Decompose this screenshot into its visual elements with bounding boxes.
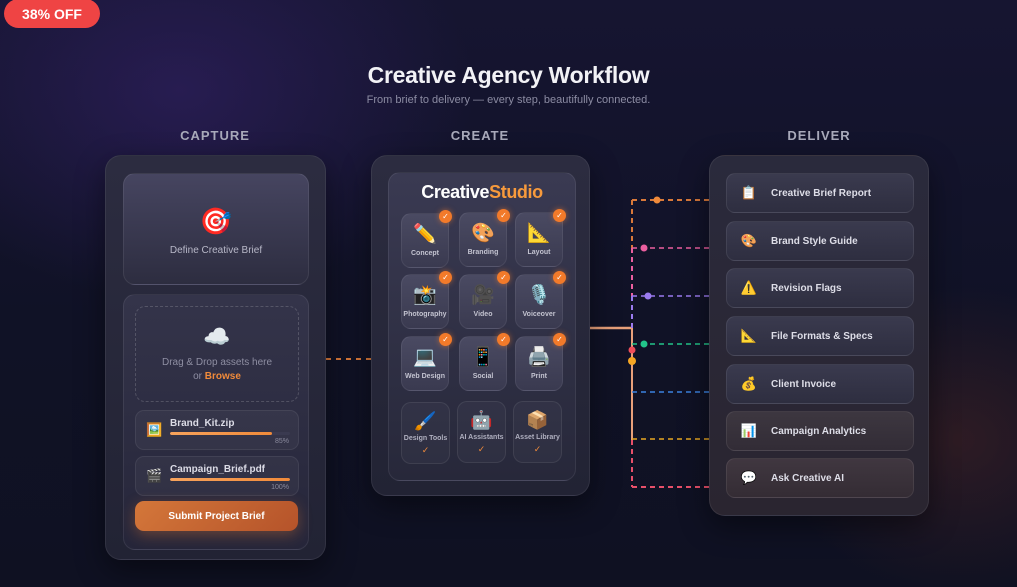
tool-photography[interactable]: 📸 Photography ✓ — [401, 271, 452, 329]
speech-bubble-icon: 💬 — [740, 470, 758, 485]
upload-progress-percent: 85% — [274, 438, 289, 445]
tool-voiceover[interactable]: 🎙️ Voiceover ✓ — [515, 271, 566, 329]
check-icon: ✓ — [553, 209, 566, 222]
resource-ai-assistants[interactable]: 🤖 AI Assistants ✓ — [457, 401, 506, 463]
create-panel: CreativeStudio ✏️ Concept ✓ 🎨 Branding ✓… — [371, 155, 590, 496]
file-item-campaign-brief[interactable]: 🎬 Campaign_Brief.pdf 100% — [135, 456, 299, 496]
check-icon: ✓ — [439, 210, 452, 223]
capture-panel: 🎯 Define Creative Brief ☁️ Drag & Drop a… — [105, 155, 326, 560]
warning-icon: ⚠️ — [740, 280, 758, 295]
upload-progress-percent: 100% — [271, 484, 289, 491]
target-icon: 🎯 — [199, 206, 233, 236]
file-item-brand-kit[interactable]: 🖼️ Brand_Kit.zip 85% — [135, 410, 299, 450]
output-campaign-analytics[interactable]: 📊 Campaign Analytics — [726, 411, 914, 451]
check-icon: ✓ — [533, 443, 542, 454]
check-icon: ✓ — [553, 271, 566, 284]
file-name: Brand_Kit.zip — [170, 418, 235, 429]
check-icon: ✓ — [497, 271, 510, 284]
video-camera-icon: 🎥 — [471, 285, 495, 306]
bar-chart-icon: 📊 — [740, 423, 758, 438]
resource-design-tools[interactable]: 🖌️ Design Tools ✓ — [401, 402, 450, 464]
cloud-icon: ☁️ — [203, 324, 231, 349]
submit-project-brief-button[interactable]: Submit Project Brief — [135, 501, 298, 531]
page-subtitle: From brief to delivery — every step, bea… — [366, 94, 651, 106]
laptop-icon: 💻 — [413, 347, 437, 368]
output-client-invoice[interactable]: 💰 Client Invoice — [726, 364, 914, 404]
check-icon: ✓ — [497, 333, 510, 346]
tool-video[interactable]: 🎥 Video ✓ — [459, 271, 510, 329]
define-brief-label: Define Creative Brief — [169, 245, 263, 256]
column-label-create: CREATE — [450, 128, 510, 143]
tool-branding[interactable]: 🎨 Branding ✓ — [459, 209, 510, 267]
discount-badge[interactable]: 38% OFF — [4, 0, 100, 28]
asset-dropzone[interactable]: ☁️ Drag & Drop assets here or Browse — [135, 306, 299, 402]
check-icon: ✓ — [421, 444, 430, 455]
output-ask-creative-ai[interactable]: 💬 Ask Creative AI — [726, 458, 914, 498]
check-icon: ✓ — [439, 271, 452, 284]
column-label-capture: CAPTURE — [180, 128, 250, 143]
deliver-panel: 📋 Creative Brief Report 🎨 Brand Style Gu… — [709, 155, 929, 516]
output-revision-flags[interactable]: ⚠️ Revision Flags — [726, 268, 914, 308]
upload-progress-bar — [170, 478, 290, 481]
image-file-icon: 🖼️ — [146, 422, 163, 437]
robot-icon: 🤖 — [470, 409, 493, 430]
printer-icon: 🖨️ — [527, 347, 551, 368]
palette-icon: 🎨 — [740, 233, 758, 248]
check-icon: ✓ — [553, 333, 566, 346]
creative-studio-card: CreativeStudio ✏️ Concept ✓ 🎨 Branding ✓… — [388, 172, 576, 481]
tool-print[interactable]: 🖨️ Print ✓ — [515, 333, 566, 391]
tool-layout[interactable]: 📐 Layout ✓ — [515, 209, 566, 267]
dropzone-or: or — [193, 371, 205, 382]
package-icon: 📦 — [526, 409, 549, 430]
paintbrush-icon: 🖌️ — [414, 410, 437, 431]
palette-icon: 🎨 — [471, 223, 495, 244]
resource-asset-library[interactable]: 📦 Asset Library ✓ — [513, 401, 562, 463]
check-icon: ✓ — [439, 333, 452, 346]
pencil-icon: ✏️ — [413, 224, 437, 245]
check-icon: ✓ — [477, 443, 486, 454]
triangle-ruler-icon: 📐 — [740, 328, 758, 343]
clapper-icon: 🎬 — [146, 468, 163, 483]
studio-title: CreativeStudio — [421, 182, 543, 202]
dropzone-text: Drag & Drop assets here — [161, 357, 273, 368]
browse-link[interactable]: Browse — [204, 371, 241, 382]
file-name: Campaign_Brief.pdf — [170, 464, 266, 475]
triangle-ruler-icon: 📐 — [527, 223, 551, 244]
tool-concept[interactable]: ✏️ Concept ✓ — [401, 210, 452, 268]
define-brief-card[interactable]: 🎯 Define Creative Brief — [123, 173, 309, 285]
microphone-icon: 🎙️ — [527, 285, 551, 306]
upload-progress-bar — [170, 432, 290, 435]
output-brand-style-guide[interactable]: 🎨 Brand Style Guide — [726, 221, 914, 261]
phone-apps-icon: 📱 — [471, 347, 495, 368]
output-creative-brief-report[interactable]: 📋 Creative Brief Report — [726, 173, 914, 213]
clipboard-icon: 📋 — [740, 185, 758, 200]
camera-icon: 📸 — [413, 285, 437, 306]
upload-card: ☁️ Drag & Drop assets here or Browse 🖼️ … — [123, 294, 309, 550]
tool-web-design[interactable]: 💻 Web Design ✓ — [401, 333, 452, 391]
check-icon: ✓ — [497, 209, 510, 222]
money-bag-icon: 💰 — [740, 376, 758, 391]
output-file-formats-specs[interactable]: 📐 File Formats & Specs — [726, 316, 914, 356]
column-label-deliver: DELIVER — [787, 128, 851, 143]
page-title: Creative Agency Workflow — [367, 62, 650, 88]
tool-social[interactable]: 📱 Social ✓ — [459, 333, 510, 391]
